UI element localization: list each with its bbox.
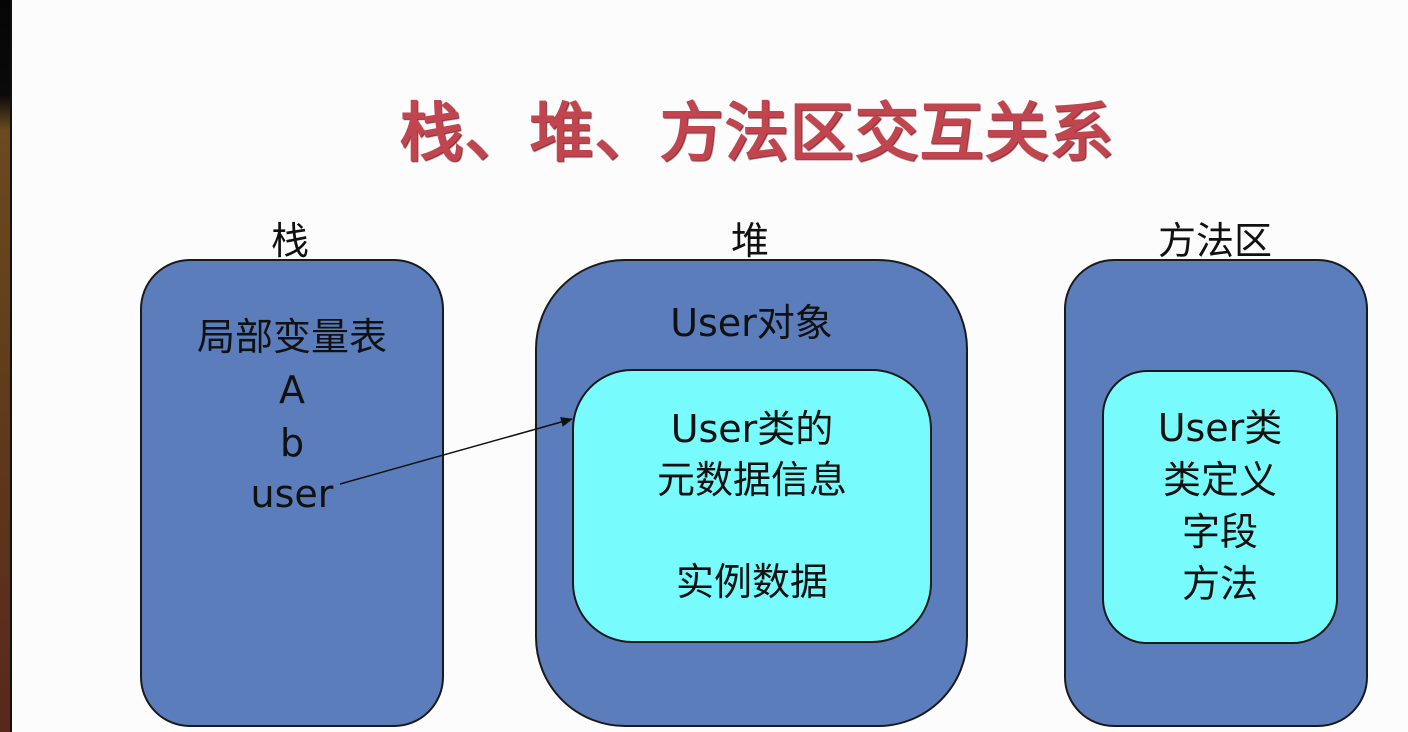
heap-label: 堆 [730, 219, 769, 263]
stack-box: 局部变量表 A b user [140, 259, 444, 727]
class-definition-label: 类定义 [1162, 458, 1277, 502]
heap-box: User对象 User类的 元数据信息 实例数据 [535, 259, 968, 727]
window-edge [0, 0, 12, 732]
user-class-label: User类 [1157, 406, 1283, 450]
class-metadata-line-2: 元数据信息 [656, 458, 847, 502]
methods-label: 方法 [1181, 562, 1258, 606]
method-area-label: 方法区 [1157, 219, 1272, 263]
user-object-label: User对象 [670, 301, 833, 345]
variable-b: b [279, 421, 305, 465]
user-object-inner-box: User类的 元数据信息 实例数据 [572, 369, 932, 643]
fields-label: 字段 [1181, 510, 1258, 554]
stack-label: 栈 [270, 219, 309, 263]
local-variable-table-label: 局部变量表 [196, 315, 387, 359]
instance-data-label: 实例数据 [675, 560, 828, 604]
variable-user: user [250, 472, 334, 516]
method-area-box: User类 类定义 字段 方法 [1064, 259, 1368, 727]
slide-title: 栈、堆、方法区交互关系 [399, 97, 1115, 171]
user-class-inner-box: User类 类定义 字段 方法 [1102, 370, 1338, 644]
class-metadata-line-1: User类的 [670, 407, 834, 451]
variable-a: A [279, 368, 305, 412]
